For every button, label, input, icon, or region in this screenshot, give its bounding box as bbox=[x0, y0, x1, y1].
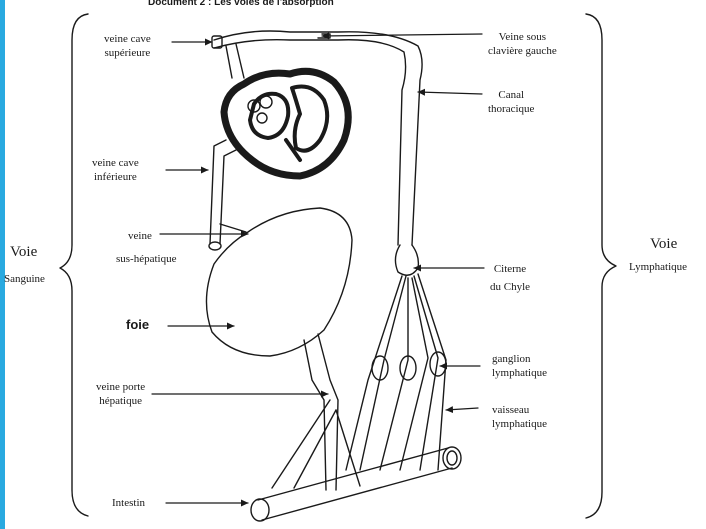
pointer-arrows bbox=[152, 34, 484, 503]
label-ganglion-lymphatique: ganglion lymphatique bbox=[492, 352, 547, 380]
label-vci-1: veine cave bbox=[92, 156, 139, 170]
label-vsh-1: veine bbox=[128, 229, 152, 243]
label-veine-cave-superieure: veine cave supérieure bbox=[104, 32, 151, 60]
label-vaisseau-2: lymphatique bbox=[492, 417, 547, 431]
label-intestin: Intestin bbox=[112, 496, 145, 510]
label-vporte-2: hépatique bbox=[96, 394, 145, 408]
intestine bbox=[258, 448, 452, 520]
label-vcs-1: veine cave bbox=[104, 32, 151, 46]
right-group-line2: Lymphatique bbox=[629, 260, 687, 274]
label-vsc-1: Veine sous bbox=[488, 30, 557, 44]
label-ganglion-2: lymphatique bbox=[492, 366, 547, 380]
label-citerne-2: du Chyle bbox=[490, 280, 530, 294]
right-group-sub: Lymphatique bbox=[629, 260, 687, 274]
subclavian-vessel bbox=[214, 31, 422, 245]
label-vporte-1: veine porte bbox=[96, 380, 145, 394]
label-vci-2: inférieure bbox=[92, 170, 139, 184]
label-veine-sus-hepatique-2: sus-hépatique bbox=[116, 252, 176, 266]
label-veine-cave-inferieure: veine cave inférieure bbox=[92, 156, 139, 184]
label-vcs-2: supérieure bbox=[104, 46, 151, 60]
cisterna-chyli bbox=[395, 245, 418, 275]
label-veine-sus-hepatique-1: veine bbox=[128, 229, 152, 243]
label-vaisseau-1: vaisseau bbox=[492, 403, 547, 417]
label-canal-thoracique: Canal thoracique bbox=[488, 88, 534, 116]
right-brace bbox=[586, 14, 616, 518]
left-group-sub: Sanguine bbox=[4, 272, 45, 286]
left-group-line2: Sanguine bbox=[4, 272, 45, 286]
right-group-label: Voie bbox=[650, 234, 677, 254]
label-vsh-2: sus-hépatique bbox=[116, 252, 176, 266]
right-group-line1: Voie bbox=[650, 234, 677, 254]
label-vaisseau-lymphatique: vaisseau lymphatique bbox=[492, 403, 547, 431]
left-brace bbox=[60, 14, 88, 516]
label-citerne-du-chyle: Citerne du Chyle bbox=[490, 262, 530, 294]
left-group-label: Voie bbox=[10, 242, 37, 262]
document-title: Document 2 : Les voies de l'absorption bbox=[148, 0, 334, 8]
label-veine-porte-hepatique: veine porte hépatique bbox=[96, 380, 145, 408]
label-canal-1: Canal bbox=[488, 88, 534, 102]
label-citerne-1: Citerne bbox=[490, 262, 530, 276]
label-foie: foie bbox=[126, 318, 149, 332]
label-veine-sous-claviere: Veine sous clavière gauche bbox=[488, 30, 557, 58]
label-ganglion-1: ganglion bbox=[492, 352, 547, 366]
portal-vein bbox=[304, 340, 326, 490]
liver bbox=[206, 208, 352, 356]
left-group-line1: Voie bbox=[10, 242, 37, 262]
label-canal-2: thoracique bbox=[488, 102, 534, 116]
label-vsc-2: clavière gauche bbox=[488, 44, 557, 58]
